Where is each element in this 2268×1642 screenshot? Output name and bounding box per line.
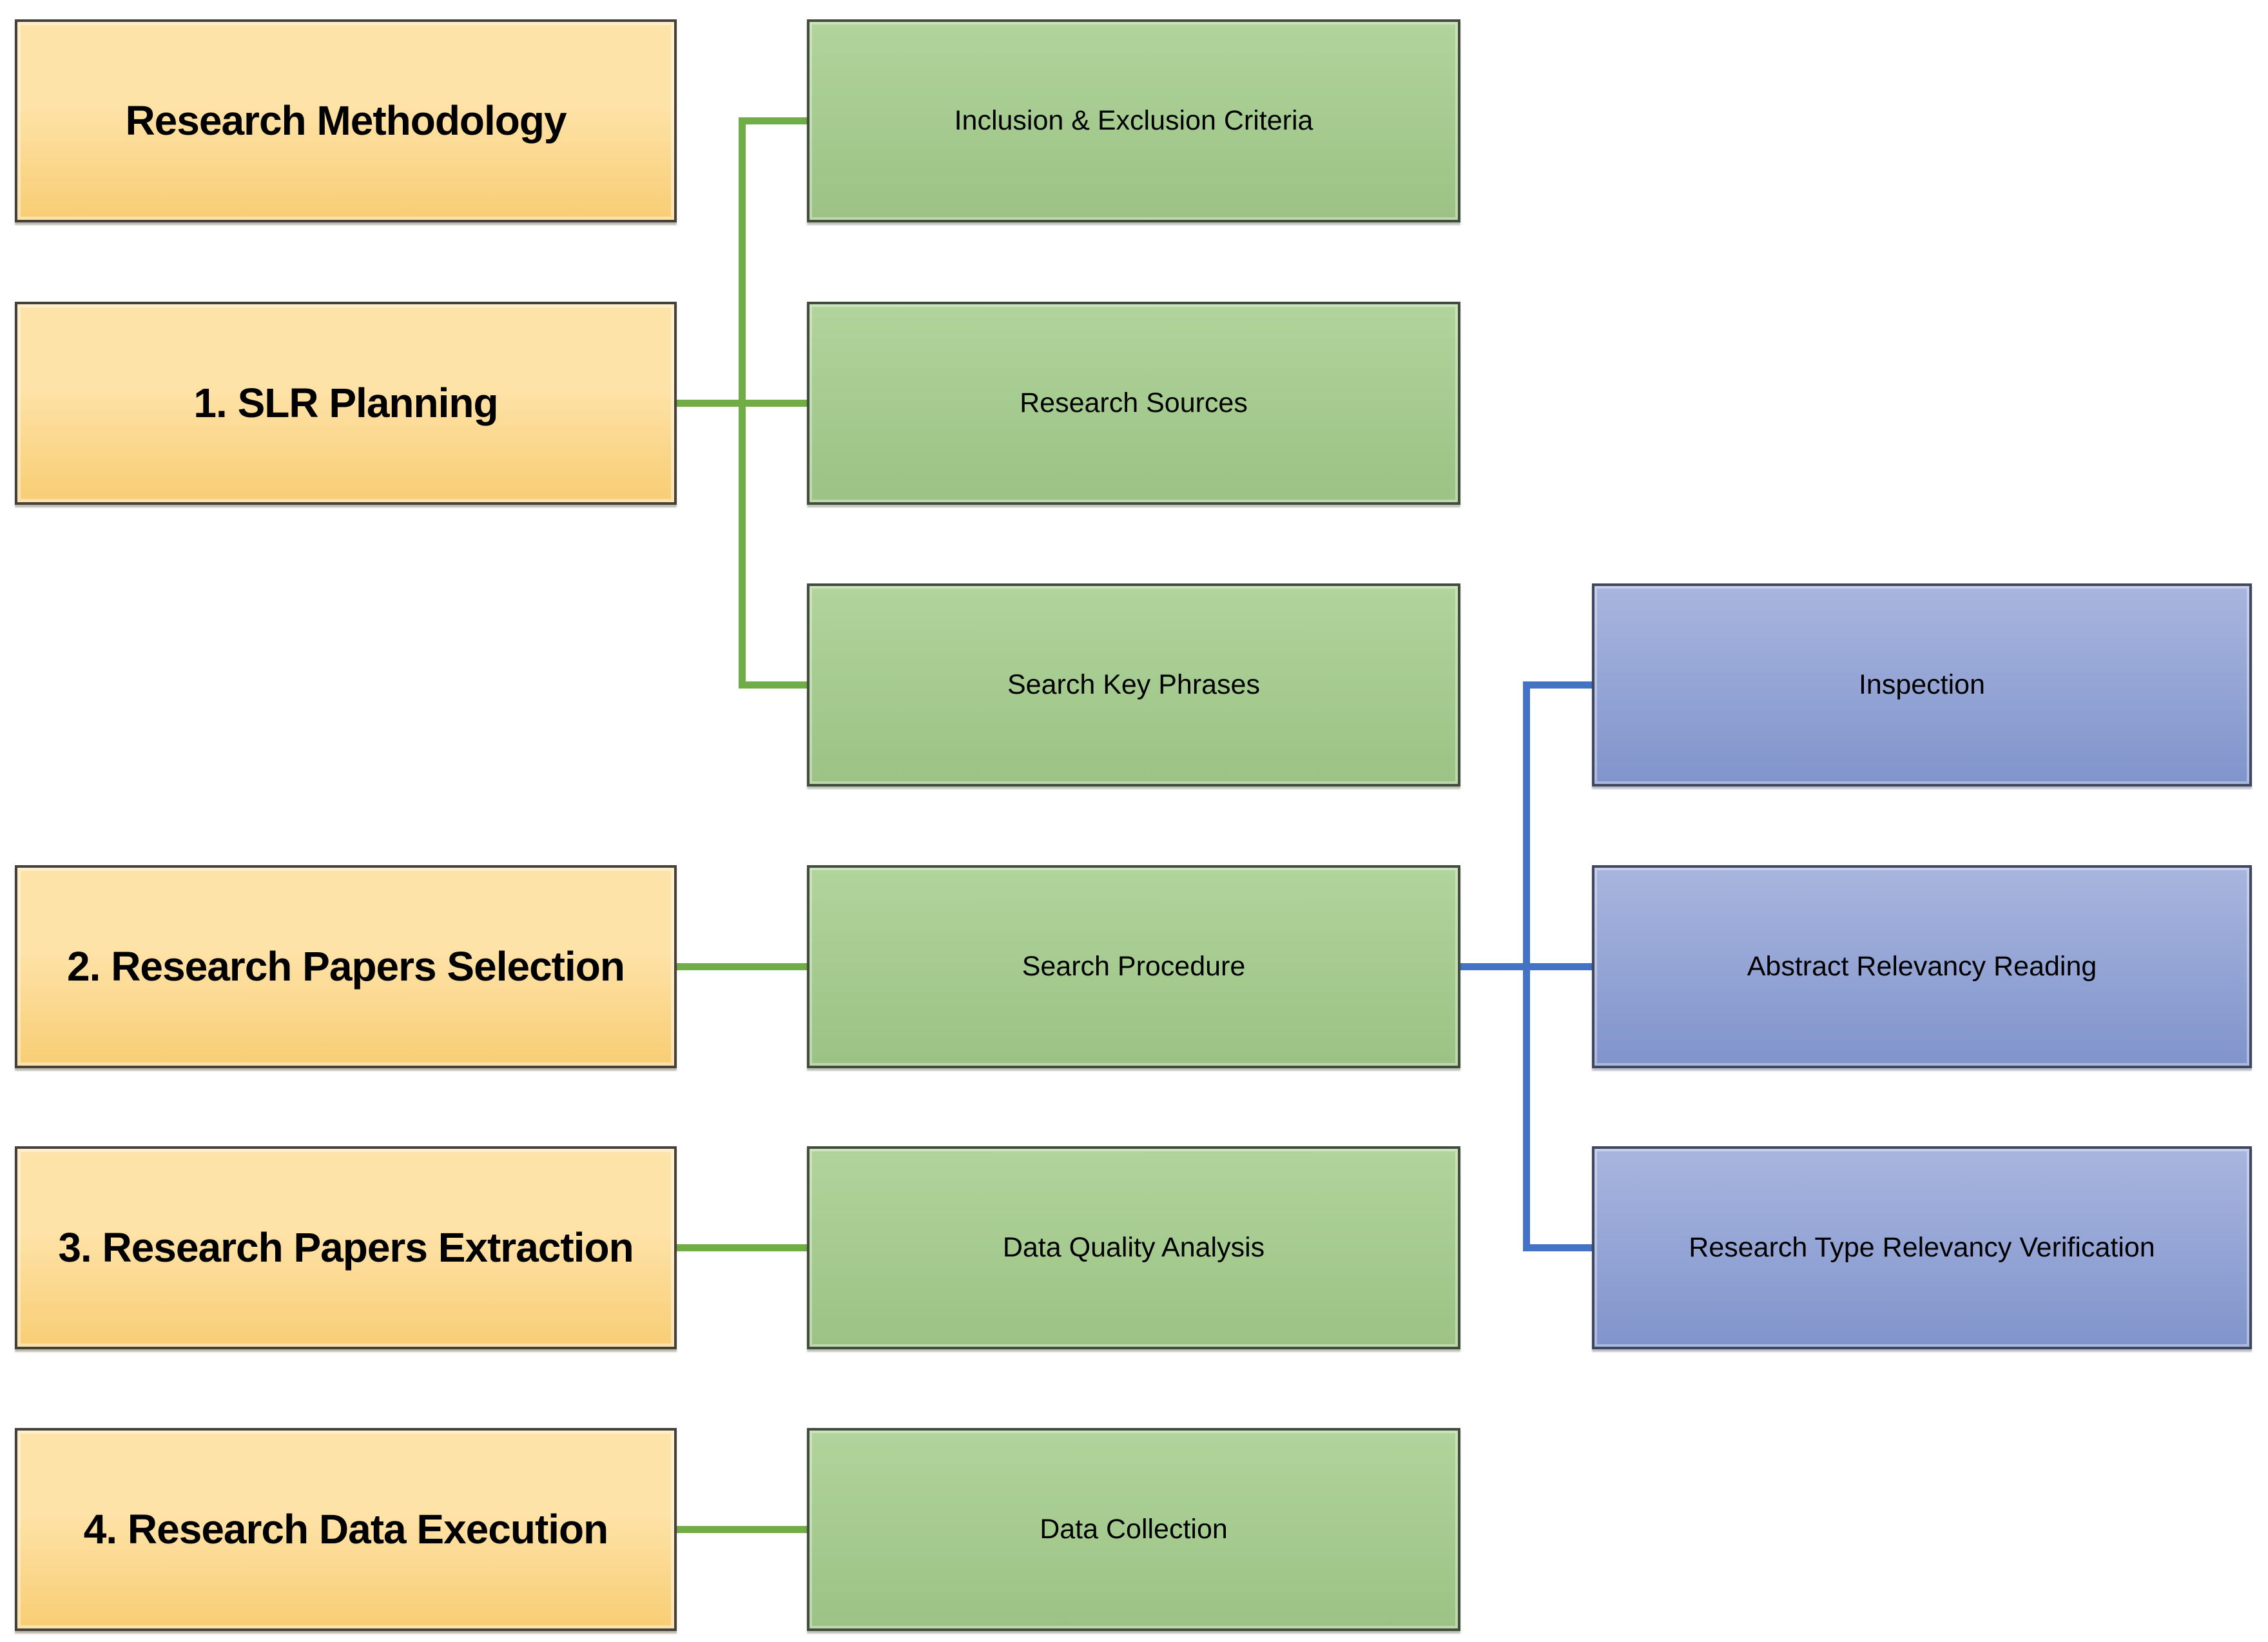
node-data-quality-analysis: Data Quality Analysis [807,1146,1460,1349]
connector-blue-trunk-search-procedure [1522,681,1530,1251]
node-label: Search Procedure [1022,950,1246,982]
node-search-procedure: Search Procedure [807,865,1460,1068]
node-research-data-execution: 4. Research Data Execution [15,1428,677,1631]
node-label: Research Type Relevancy Verification [1689,1231,2155,1263]
connector-green-stub-inclusion-exclusion-criteria [738,117,807,124]
node-label: Research Methodology [125,97,567,144]
node-inclusion-exclusion-criteria: Inclusion & Exclusion Criteria [807,19,1460,222]
node-label: Data Quality Analysis [1002,1231,1265,1263]
node-search-key-phrases: Search Key Phrases [807,583,1460,787]
node-label: Search Key Phrases [1007,669,1260,700]
connector-green-research-data-execution-data-collection [677,1526,807,1533]
node-research-methodology: Research Methodology [15,19,677,222]
connector-green-research-papers-extraction-data-quality-analysis [677,1244,807,1251]
connector-green-trunk-slr-planning [738,117,746,689]
node-label: Inspection [1858,669,1986,700]
node-research-papers-selection: 2. Research Papers Selection [15,865,677,1068]
node-label: 4. Research Data Execution [83,1505,608,1552]
connector-green-stub-search-key-phrases [738,681,807,689]
node-label: Inclusion & Exclusion Criteria [954,104,1313,136]
connector-green-research-papers-selection-search-procedure [677,963,807,970]
node-label: 3. Research Papers Extraction [58,1224,634,1271]
node-slr-planning: 1. SLR Planning [15,302,677,505]
node-research-type-relevancy-verification: Research Type Relevancy Verification [1592,1146,2252,1349]
connector-blue-stub-inspection [1522,681,1592,689]
node-research-sources: Research Sources [807,302,1460,505]
node-inspection: Inspection [1592,583,2252,787]
node-label: Research Sources [1020,387,1248,418]
node-label: Data Collection [1040,1513,1228,1545]
connector-blue-stub-research-type-relevancy-verification [1522,1244,1592,1251]
node-label: 1. SLR Planning [193,379,498,426]
node-label: Abstract Relevancy Reading [1747,950,2097,982]
node-research-papers-extraction: 3. Research Papers Extraction [15,1146,677,1349]
node-label: 2. Research Papers Selection [67,943,625,990]
node-data-collection: Data Collection [807,1428,1460,1631]
node-abstract-relevancy-reading: Abstract Relevancy Reading [1592,865,2252,1068]
